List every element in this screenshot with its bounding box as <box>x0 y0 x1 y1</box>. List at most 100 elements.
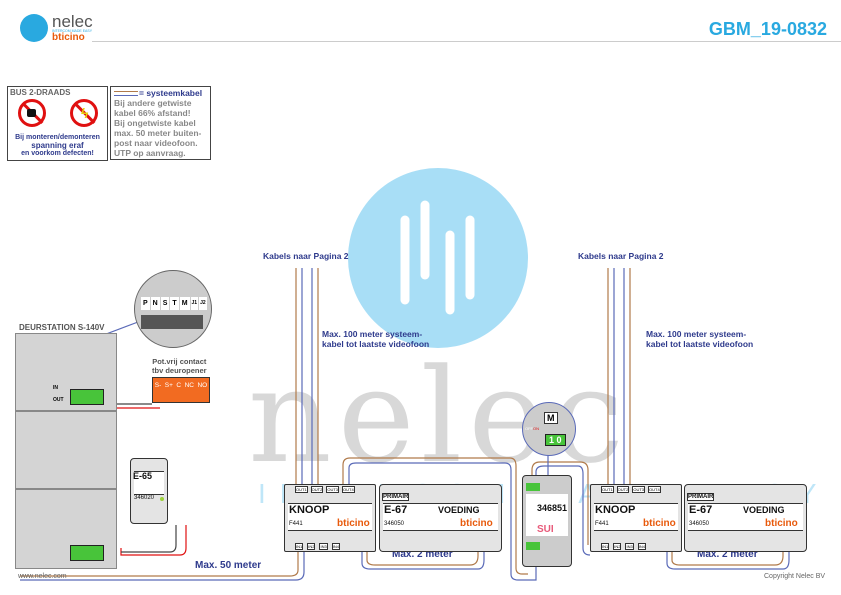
output-terminal: OUT1 <box>295 486 308 493</box>
max-50-label: Max. 50 meter <box>195 560 262 571</box>
cable-legend-label: = systeemkabel <box>139 88 203 98</box>
bticino-text: bticino <box>765 518 798 529</box>
cables-to-page2-label: Kabels naar Pagina 2 <box>578 251 664 261</box>
contact-terminal: NC <box>184 382 194 389</box>
input-terminal: IN1 <box>601 543 610 550</box>
terminal-label: M <box>179 297 190 310</box>
knoop-code: F441 <box>289 521 303 527</box>
door-opener-contact: S- S+ C NC NO <box>152 377 210 403</box>
contact-line-2: tbv deuropener <box>152 366 207 375</box>
out-label: OUT <box>53 397 64 403</box>
systeemkabel-legend-icon <box>114 91 138 96</box>
address-setting[interactable]: 1 0 <box>545 434 566 446</box>
cable-note-line: max. 50 meter buiten- <box>114 128 202 138</box>
input-terminal: IN1 <box>295 543 304 550</box>
warning-line-2: spanning eraf <box>31 141 84 150</box>
output-terminal: OUT2 <box>616 486 630 493</box>
no-plug-icon <box>18 99 46 127</box>
e67-power-supply: PRIMAIR E-67 VOEDING 346050 bticino <box>379 484 502 552</box>
max-line-2: kabel tot laatste videofoon <box>322 339 430 349</box>
contact-terminal: S- <box>154 382 162 389</box>
bticino-logo: bticino <box>643 518 676 529</box>
max-100-label: Max. 100 meter systeem-kabel tot laatste… <box>322 329 429 349</box>
knoop-name: KNOOP <box>595 504 636 516</box>
output-terminal: OUT1 <box>601 486 614 493</box>
bticino-logo: bticino <box>765 518 798 529</box>
e67-code: 346050 <box>384 521 405 527</box>
cable-note-line: Bij andere getwiste <box>114 98 192 108</box>
knoop-name: KNOOP <box>289 504 330 516</box>
terminal-label: J2 <box>199 297 207 310</box>
footer-website[interactable]: www.nelec.com <box>18 573 67 580</box>
bticino-text: bticino <box>643 518 676 529</box>
warning-line-3: en voorkom defecten! <box>21 150 94 157</box>
sui-name: SUI <box>537 524 554 535</box>
brand-name: nelec <box>52 12 93 31</box>
footer-copyright: Copyright Nelec BV <box>764 573 826 580</box>
e67-name: E-67 <box>384 504 408 516</box>
contact-terminal: NO <box>197 382 208 389</box>
e67-power-supply: PRIMAIR E-67 VOEDING 346050 bticino <box>684 484 807 552</box>
door-station-module <box>15 411 117 489</box>
warning-line-1: Bij monteren/demonteren <box>15 134 100 141</box>
cables-to-page2-label: Kabels naar Pagina 2 <box>263 251 349 261</box>
terminal-label: J1 <box>190 297 199 310</box>
terminal-label: P <box>141 297 150 310</box>
terminal-block <box>526 542 540 550</box>
output-terminal: OUT4 <box>342 486 355 493</box>
door-station: IN OUT <box>15 333 117 569</box>
off-on-switch: OFFON <box>525 426 539 431</box>
input-terminal: IN4 <box>331 543 340 550</box>
max-line-1: Max. 100 meter systeem- <box>322 329 423 339</box>
watermark-circle <box>348 168 528 348</box>
terminal-label: S <box>160 297 170 310</box>
max-2-label: Max. 2 meter <box>392 549 453 560</box>
max-100-label: Max. 100 meter systeem-kabel tot laatste… <box>646 329 753 349</box>
terminal-block <box>70 389 104 405</box>
knoop-module: OUT1 OUT2 OUT3 OUT4 KNOOP F441 bticino I… <box>590 484 682 552</box>
sui-module: 346851 SUI <box>522 475 572 567</box>
header-line <box>92 41 841 42</box>
e65-power-supply: E-65 346020 <box>130 458 168 524</box>
in-label: IN <box>53 385 58 391</box>
terminal-zoom-circle: P N S T M J1 J2 <box>134 270 212 348</box>
knoop-code: F441 <box>595 521 609 527</box>
knoop-module: OUT1 OUT2 OUT3 OUT4 KNOOP F441 bticino I… <box>284 484 376 552</box>
bticino-text: bticino <box>337 518 370 529</box>
terminal-label: T <box>170 297 179 310</box>
nelec-logo <box>20 14 48 42</box>
dip-switch-label: M <box>544 412 558 424</box>
primair-label: PRIMAIR <box>687 493 715 501</box>
voeding-label: VOEDING <box>438 505 480 515</box>
input-terminal: IN3 <box>625 543 634 550</box>
contact-line-1: Pot.vrij contact <box>152 357 207 366</box>
switch-on-label: ON <box>533 426 539 431</box>
voeding-label: VOEDING <box>743 505 785 515</box>
output-terminal: OUT3 <box>326 486 340 493</box>
max-2-label: Max. 2 meter <box>697 549 758 560</box>
warning-title: BUS 2-DRAADS <box>10 88 71 97</box>
input-terminal: IN3 <box>319 543 328 550</box>
cable-note-line: post naar videofoon. <box>114 138 198 148</box>
terminal-block <box>526 483 540 491</box>
bticino-text: bticino <box>460 518 493 529</box>
input-terminal: IN2 <box>307 543 316 550</box>
output-terminal: OUT2 <box>310 486 324 493</box>
e65-name: E-65 <box>133 471 153 481</box>
door-station-title: DEURSTATION S-140V <box>19 323 105 332</box>
e65-code: 346020 <box>134 495 155 501</box>
bticino-logo: bticino <box>52 32 85 43</box>
bticino-logo: bticino <box>337 518 370 529</box>
cable-note-box: = systeemkabel Bij andere getwiste kabel… <box>110 86 211 160</box>
cable-note-line: Bij ongetwiste kabel <box>114 118 196 128</box>
cable-note-line: kabel 66% afstand! <box>114 108 191 118</box>
e67-code: 346050 <box>689 521 710 527</box>
status-led <box>160 497 164 501</box>
input-terminal: IN4 <box>637 543 646 550</box>
input-terminal: IN2 <box>613 543 622 550</box>
brand-tagline: INTERCOM MADE EASY <box>52 29 93 33</box>
output-terminal: OUT3 <box>632 486 646 493</box>
